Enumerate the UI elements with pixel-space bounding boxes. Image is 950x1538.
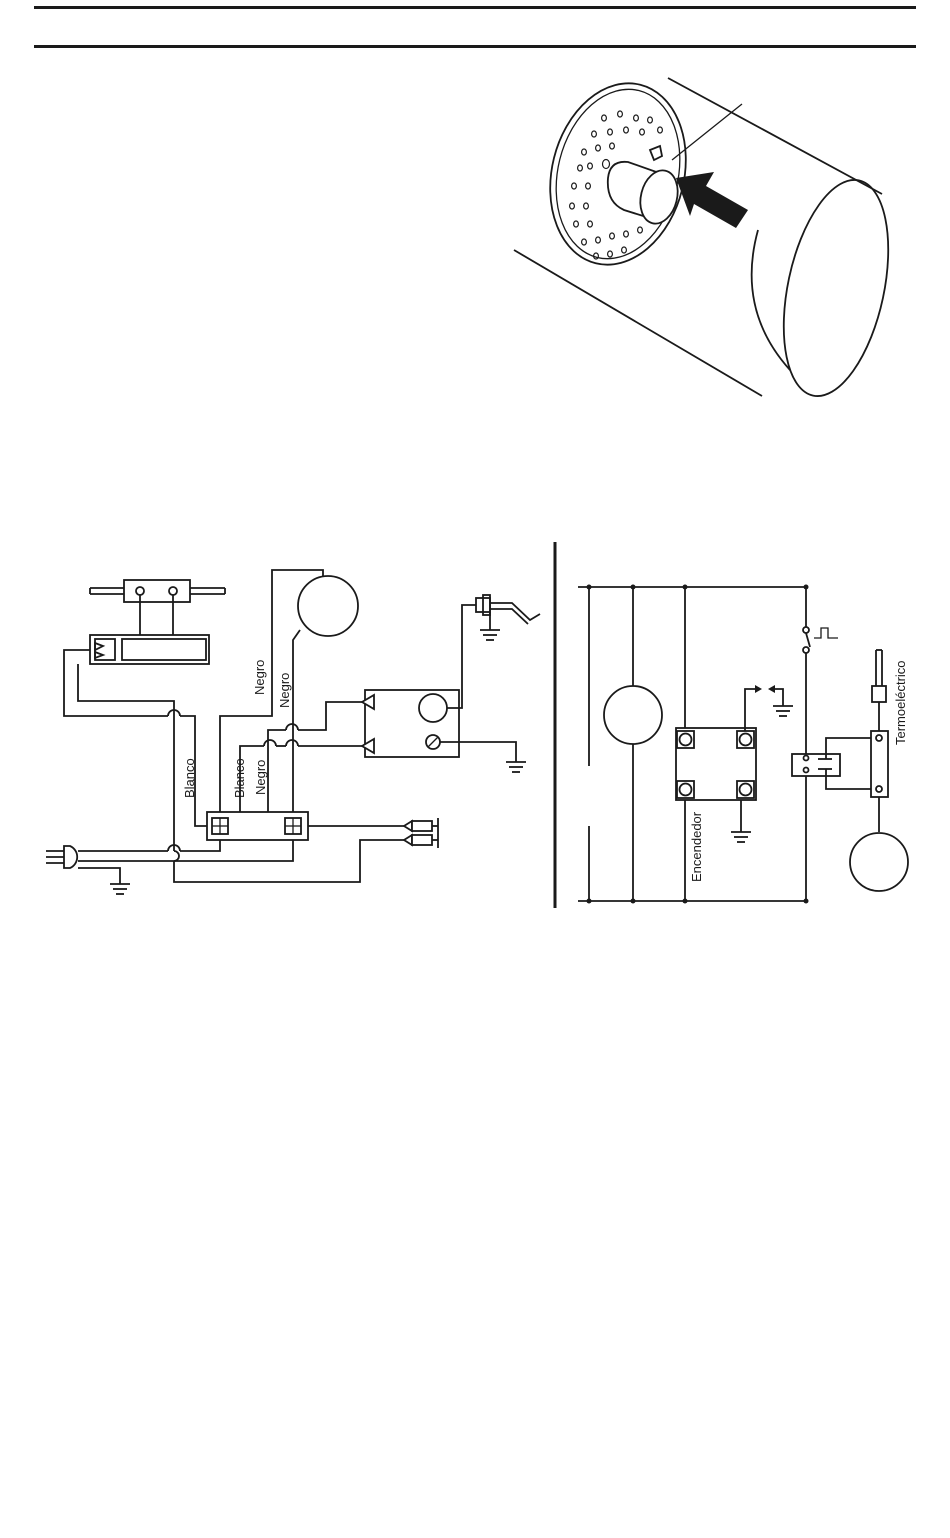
label-blanco-1: Blanco [182, 758, 197, 798]
junction-box [207, 812, 308, 840]
ladder-motor-symbol [604, 686, 662, 744]
label-blanco-2: Blanco [232, 758, 247, 798]
label-encendedor: Encendedor [689, 811, 704, 882]
control-module [362, 605, 526, 772]
wire-labels: Negro Negro Blanco Blanco Negro [182, 660, 292, 798]
label-negro-3: Negro [253, 760, 268, 795]
igniter-electrode [476, 595, 540, 640]
pointer-arrow [676, 172, 748, 228]
label-negro-1: Negro [252, 660, 267, 695]
thermocouple-symbol [871, 650, 888, 832]
wiring-diagram: Negro Negro Blanco Blanco Negro [0, 530, 950, 920]
burner-tube-illustration [500, 70, 900, 410]
terminal-block [90, 635, 209, 664]
power-plug [46, 846, 130, 894]
header-rule-top [34, 6, 916, 9]
label-termoelectrico: Termoeléctrico [893, 660, 908, 745]
limit-switch [803, 587, 838, 754]
ladder-motor-symbol-2 [850, 833, 908, 891]
label-negro-2: Negro [277, 673, 292, 708]
header-rule-bottom [34, 45, 916, 48]
plug-connectors [404, 818, 438, 848]
motor-symbol [298, 576, 358, 636]
